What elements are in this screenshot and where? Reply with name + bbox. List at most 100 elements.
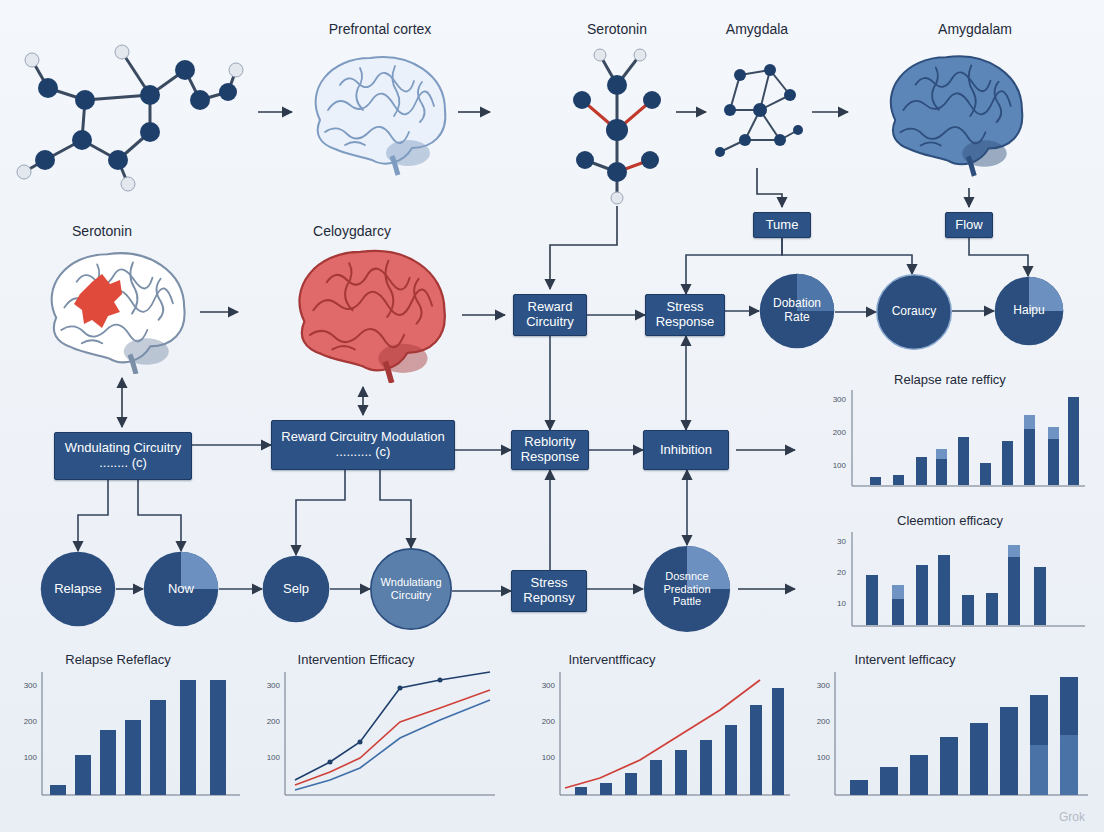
bar-chart-part-part [1030, 745, 1048, 795]
molecule-illustration [17, 45, 243, 191]
molecule-illustration-part-part [25, 53, 39, 67]
bar-chart-part [936, 415, 1059, 459]
connector-arrow [549, 336, 551, 430]
region-label: Amygdalam [938, 22, 1012, 37]
process-box: Wndulating Circuitry ........ (c) [54, 432, 192, 480]
flow-arrow-part [812, 111, 848, 113]
stage-circle: Now [143, 551, 219, 627]
molecule-illustration-part-part [72, 130, 92, 150]
process-box: Reblority Response [511, 430, 589, 470]
node-text: Wndulating Circuitry ........ (c) [63, 441, 183, 471]
connector-arrow [138, 480, 181, 551]
axis-tick: 200 [267, 718, 280, 727]
bar-chart-part [866, 545, 1046, 625]
molecule-illustration-part [17, 45, 243, 191]
connector-arrow [782, 238, 912, 274]
bar-chart [852, 532, 1085, 626]
bar-chart-part [870, 397, 1079, 485]
bar-chart-part-part [986, 593, 998, 625]
bar-chart-part-part [870, 477, 881, 485]
bar-chart [42, 672, 240, 795]
region-label: Amygdala [726, 22, 788, 37]
chart-title: Cleemtion efficacy [897, 514, 1003, 528]
watermark: Grok [1059, 811, 1085, 824]
bar-chart-part-part [675, 750, 687, 795]
node-text: Now [168, 582, 194, 597]
line-chart-part [295, 700, 490, 790]
molecule-illustration-part-part [190, 90, 210, 110]
molecule-illustration-part-part [774, 134, 786, 146]
node-text: Tume [766, 218, 799, 233]
axis-tick: 200 [817, 718, 830, 727]
molecule-illustration-part-part [607, 75, 627, 95]
molecule-illustration-part-part [229, 63, 243, 77]
stage-circle: Haipu [994, 276, 1064, 346]
molecule-illustration-part [715, 64, 803, 157]
line-chart [285, 672, 495, 795]
molecule-illustration-part-part [643, 91, 661, 109]
bar-chart-part [560, 672, 790, 795]
molecule-illustration-part-part [115, 45, 129, 59]
flow-arrow-part [258, 111, 292, 113]
bar-chart-part-part [916, 565, 928, 625]
connector-arrow [116, 588, 143, 590]
node-text: Dobation Rate [768, 297, 826, 325]
process-box: Flow [945, 212, 993, 238]
flow-arrow-part [738, 588, 795, 590]
bar-chart-part-part [866, 575, 878, 625]
line-chart-part-part [328, 760, 333, 765]
node-text: Reblority Response [520, 435, 580, 465]
connector-arrow [587, 314, 645, 316]
bar-chart-part-part [893, 475, 904, 485]
stage-circle: Relapse [40, 551, 116, 627]
axis-tick: 300 [542, 682, 555, 691]
connector-arrow [219, 588, 262, 590]
line-chart-part-part [438, 678, 443, 683]
bar-chart-part [42, 672, 240, 795]
chart-title: Intervention Efficacy [298, 653, 415, 667]
bar-chart-part-part [980, 463, 991, 485]
circle-fill [371, 549, 451, 629]
bar-chart-part-part [1000, 707, 1018, 795]
flow-arrow [122, 112, 969, 589]
molecule-illustration-part [594, 49, 646, 204]
bar-chart-part-part [1048, 427, 1059, 485]
molecule-illustration-part-part [611, 192, 623, 204]
bar-chart-part [565, 680, 760, 788]
flow-arrow-part [362, 387, 364, 415]
region-label: Celoygdarcy [313, 224, 391, 239]
connector-arrow [725, 310, 759, 312]
connector-arrow [686, 238, 782, 294]
node-text: Haipu [1013, 304, 1044, 318]
molecule-illustration-part-part [573, 91, 591, 109]
flow-arrow-part [736, 449, 795, 451]
node-text: Flow [955, 218, 982, 233]
bar-chart-part-part [962, 595, 974, 625]
molecule-illustration-part-part [784, 89, 796, 101]
connector-arrow [952, 310, 994, 312]
line-chart-part [295, 672, 490, 780]
axis-tick: 200 [542, 718, 555, 727]
bar-chart-part-part [936, 449, 947, 459]
axis-tick: 100 [267, 754, 280, 763]
bar-chart-part-part [1060, 735, 1078, 795]
bar-chart-part-part [940, 737, 958, 795]
process-box: Tume [753, 212, 811, 238]
bar-chart-part-part [1024, 415, 1035, 485]
molecule-illustration-part-part [607, 162, 627, 182]
node-text: Coraucy [892, 305, 937, 319]
flow-arrow-part [550, 206, 617, 289]
molecule-illustration-part-part [175, 60, 195, 80]
bar-chart-part-part [938, 555, 950, 625]
bar-chart-part-part [650, 760, 662, 795]
molecule-illustration-part-part [715, 147, 725, 157]
bar-chart-part-part [892, 585, 904, 625]
node-text: Dosnnce Predation Pattle [654, 570, 721, 608]
axis-tick: 10 [837, 600, 846, 609]
bar-chart-part-part [725, 725, 737, 795]
circle-fill [995, 277, 1064, 346]
axis-tick: 300 [267, 682, 280, 691]
region-label: Serotonin [72, 224, 132, 239]
connector-arrow [969, 238, 1028, 276]
